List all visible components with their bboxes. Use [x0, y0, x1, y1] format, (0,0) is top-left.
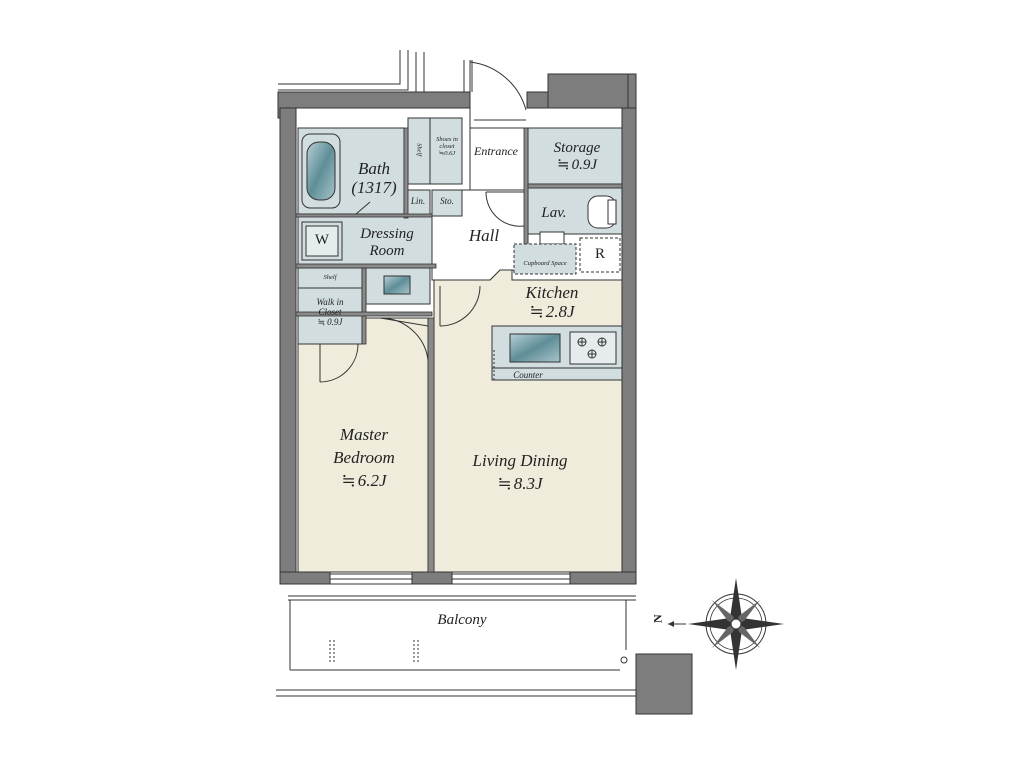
dressing-name-line2: Room: [369, 242, 405, 259]
wic-shelf-label: Shelf: [323, 274, 337, 281]
shoes-line1: Shoes in: [436, 136, 458, 143]
living-dining-label: Living Dining 8.3J: [448, 450, 592, 496]
fridge-mark: R: [594, 246, 605, 262]
bathtub-water: [306, 141, 336, 201]
kitchen-size: 2.8J: [529, 302, 574, 321]
compass-north-label: N: [650, 614, 665, 623]
storage-size: 0.9J: [557, 157, 597, 173]
shoes-closet-label: Shoes in closet ≒0.6J: [432, 136, 462, 157]
master-line2: Bedroom: [333, 447, 395, 467]
storage-name: Storage: [553, 140, 601, 156]
linen-label: Lin.: [410, 196, 426, 206]
washer-mark: W: [314, 232, 330, 248]
living-name: Living Dining: [472, 451, 568, 470]
windows: [329, 573, 571, 585]
storage-closet: [431, 189, 463, 217]
lav-basin: [539, 231, 565, 245]
burner-icon: [577, 337, 607, 359]
sto-label: Sto.: [440, 196, 454, 206]
shelf-top-label: Shelf: [415, 143, 423, 157]
column-top-right: [547, 73, 629, 109]
counter-label: Counter: [513, 370, 543, 380]
balcony-label: Balcony: [437, 612, 487, 628]
master-line1: Master: [339, 425, 389, 444]
dressing-room-label: Dressing Room: [350, 226, 424, 259]
storage-floor: [527, 127, 623, 185]
balcony-column: [635, 653, 693, 715]
master-bedroom-label: Master Bedroom 6.2J: [312, 424, 416, 493]
wic-line1: Walk in: [316, 297, 344, 307]
top-outline: [278, 50, 473, 92]
hall-label: Hall: [468, 226, 500, 245]
cupboard-space: [513, 243, 577, 275]
vanity-sink: [383, 275, 411, 295]
dressing-name-line1: Dressing: [360, 226, 414, 242]
door-swings: [319, 60, 527, 383]
balcony: [276, 595, 636, 697]
living-size: 8.3J: [497, 474, 542, 493]
shoes-closet: [407, 117, 463, 185]
shoes-line3: ≒0.6J: [438, 150, 456, 158]
fridge-space: [579, 237, 621, 273]
walk-in-closet-label: Walk in Closet 0.9J: [298, 297, 362, 328]
stove: [569, 331, 617, 365]
kitchen-label: Kitchen 2.8J: [504, 283, 600, 321]
interior-walls: [295, 127, 623, 573]
bath-code: (1317): [351, 177, 397, 197]
entrance-label: Entrance: [474, 144, 518, 158]
shoes-line2: closet: [439, 143, 455, 151]
compass-icon: [668, 578, 784, 670]
bath-label: Bath (1317): [342, 159, 406, 197]
lav-label: Lav.: [541, 205, 567, 221]
bath-name: Bath: [357, 159, 391, 178]
kitchen-name: Kitchen: [525, 283, 579, 302]
cupboard-label: Cupboard Space: [523, 260, 567, 267]
storage-label: Storage 0.9J: [536, 140, 618, 173]
kitchen-sink: [509, 333, 561, 363]
wic-line2: Closet: [318, 306, 342, 317]
entrance-floor: [469, 127, 529, 191]
master-size: 6.2J: [341, 471, 386, 490]
wic-size: 0.9J: [318, 317, 343, 327]
